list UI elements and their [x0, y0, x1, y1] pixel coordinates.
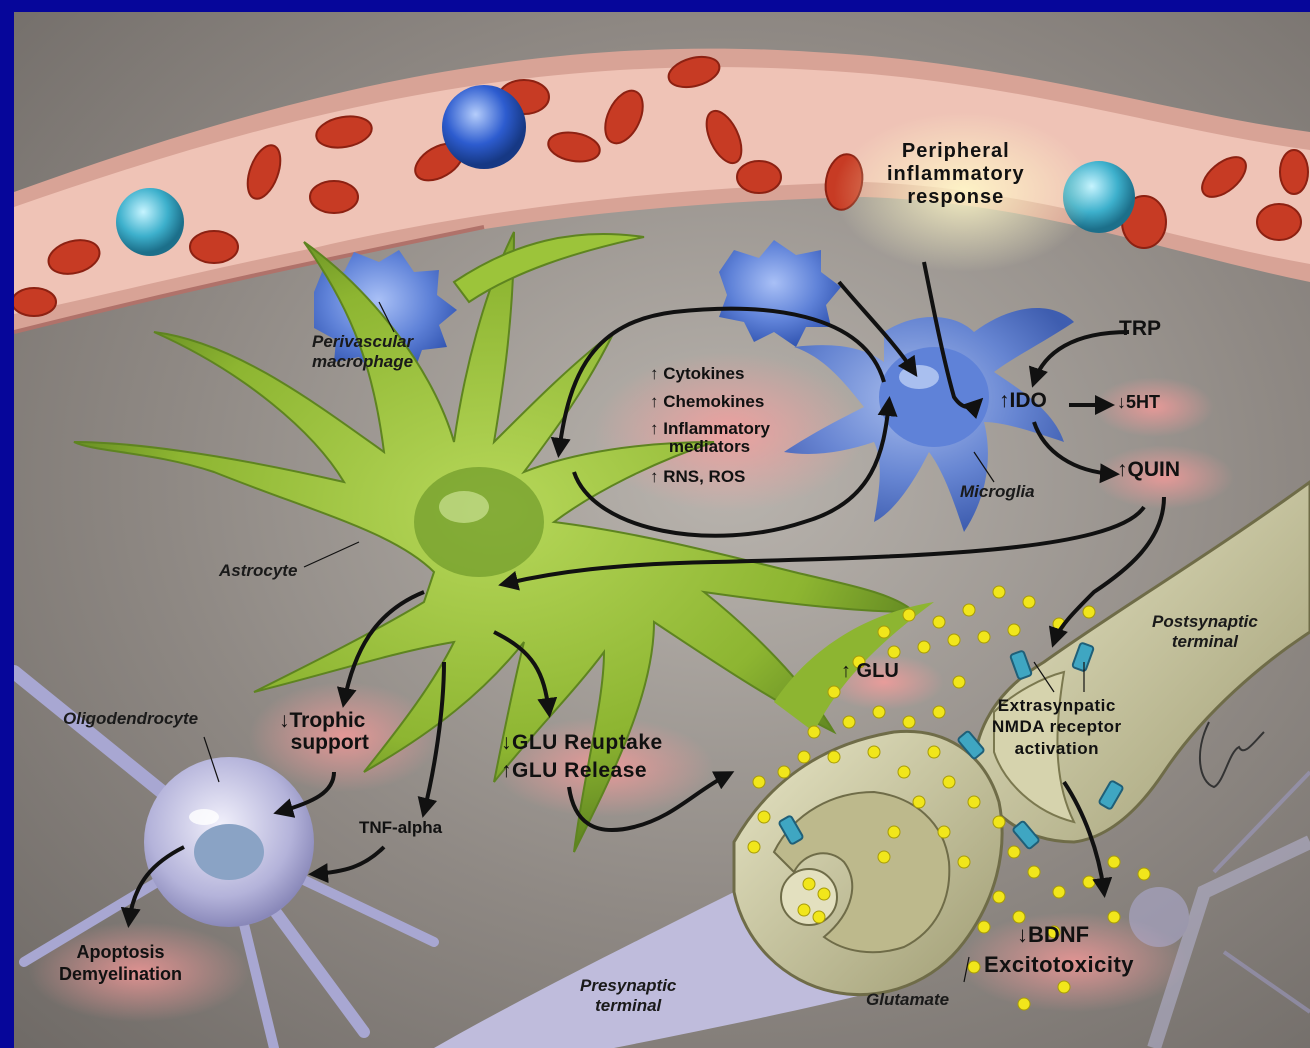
- microglia-label: Microglia: [960, 482, 1035, 502]
- tnf-alpha-label: TNF-alpha: [359, 818, 442, 838]
- artist-signature: [1200, 722, 1264, 787]
- apoptosis-demyelination-label: Apoptosis Demyelination: [59, 942, 182, 985]
- 5ht-label: ↓5HT: [1117, 392, 1160, 413]
- excitotoxicity-label: Excitotoxicity: [984, 952, 1134, 977]
- cytokines-label: ↑ Cytokines: [650, 364, 744, 384]
- presynaptic-terminal-label: Presynaptic terminal: [580, 976, 676, 1015]
- quin-label: ↑QUIN: [1117, 458, 1180, 482]
- glutamate-label: Glutamate: [866, 990, 949, 1010]
- background-neuron: [1129, 772, 1310, 1048]
- glu-release-label: ↑GLU Release: [501, 759, 647, 783]
- ido-label: ↑IDO: [999, 389, 1047, 413]
- chemokines-label: ↑ Chemokines: [650, 392, 764, 412]
- glu-label: ↑ GLU: [841, 660, 899, 683]
- peripheral-inflammatory-label: Peripheral inflammatory response: [887, 140, 1025, 209]
- postsynaptic-terminal-label: Postsynaptic terminal: [1152, 612, 1258, 651]
- rns-ros-label: ↑ RNS, ROS: [650, 467, 745, 487]
- extrasynaptic-nmda-label: Extrasynpatic NMDA receptor activation: [992, 695, 1122, 759]
- trophic-support-label: ↓Trophic support: [279, 710, 369, 754]
- trp-label: TRP: [1119, 317, 1161, 341]
- inflammatory-mediators-label: ↑ Inflammatory mediators: [650, 420, 770, 456]
- perivascular-macrophage-label: Perivascular macrophage: [312, 332, 413, 371]
- astrocyte-label: Astrocyte: [219, 561, 297, 581]
- oligodendrocyte-label: Oligodendrocyte: [63, 709, 198, 729]
- glu-reuptake-label: ↓GLU Reuptake: [501, 731, 663, 755]
- illustration-panel: Peripheral inflammatory response Perivas…: [14, 12, 1310, 1048]
- bdnf-label: ↓BDNF: [1017, 922, 1089, 947]
- illustration-svg: [14, 12, 1310, 1048]
